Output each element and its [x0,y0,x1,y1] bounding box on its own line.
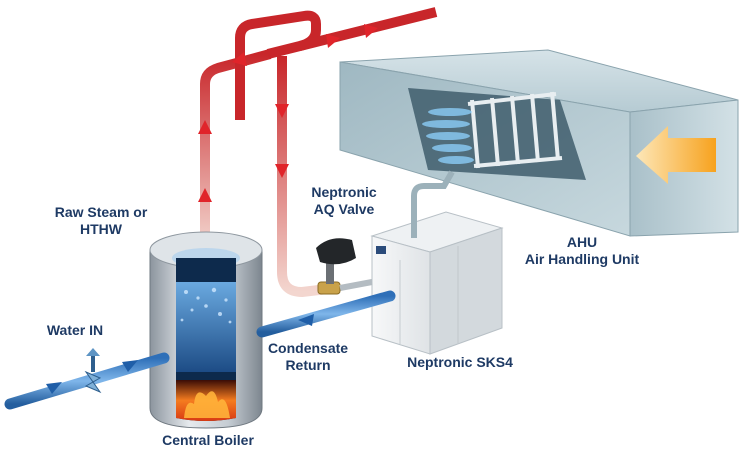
flow-arrow [198,120,212,134]
sks4-side [429,227,503,355]
flow-arrow [46,382,62,394]
flow-arrow [122,360,138,372]
steam-hose [411,170,455,238]
label-sks4: Neptronic SKS4 [407,354,513,370]
aq-valve-stem [326,262,334,284]
water-inlet-valve-stem [91,356,95,372]
flame-icon [184,391,230,418]
boiler-water [176,282,236,372]
label-condensate-return: Condensate Return [267,340,349,373]
sks4-unit [370,170,504,355]
steam-return-leg [277,56,337,297]
water-bubbles [180,287,232,324]
ahu-duct [339,49,739,237]
label-aq-valve: Neptronic AQ Valve [311,184,377,217]
sks4-badge [376,246,386,254]
label-ahu: AHU Air Handling Unit [524,234,640,267]
flow-arrow [326,34,340,48]
label-water-in: Water IN [46,322,104,338]
flow-arrow [198,188,212,202]
condensate-pipe [256,290,396,338]
airflow-arrow [636,126,716,184]
steam-plumes [422,108,474,164]
water-in-line [4,348,170,410]
condensate-return-line [256,290,396,338]
flow-arrow [275,104,289,118]
flow-arrow [298,314,314,326]
steam-piping [198,7,438,297]
label-raw-steam: Raw Steam or HTHW [54,204,148,237]
water-inlet-valve [84,370,102,394]
aq-valve-actuator [316,238,356,265]
flow-arrow [232,52,247,66]
aq-valve [316,238,373,295]
central-boiler [149,231,263,429]
flow-arrow [364,24,378,38]
water-inlet-valve-handle [86,348,100,356]
water-in-pipe [4,352,170,410]
flow-arrow [275,164,289,178]
valve-to-unit-pipe [339,279,373,291]
steam-supply-pipe [200,49,272,248]
label-central-boiler: Central Boiler [162,432,254,448]
dispersion-tubes [467,91,563,169]
